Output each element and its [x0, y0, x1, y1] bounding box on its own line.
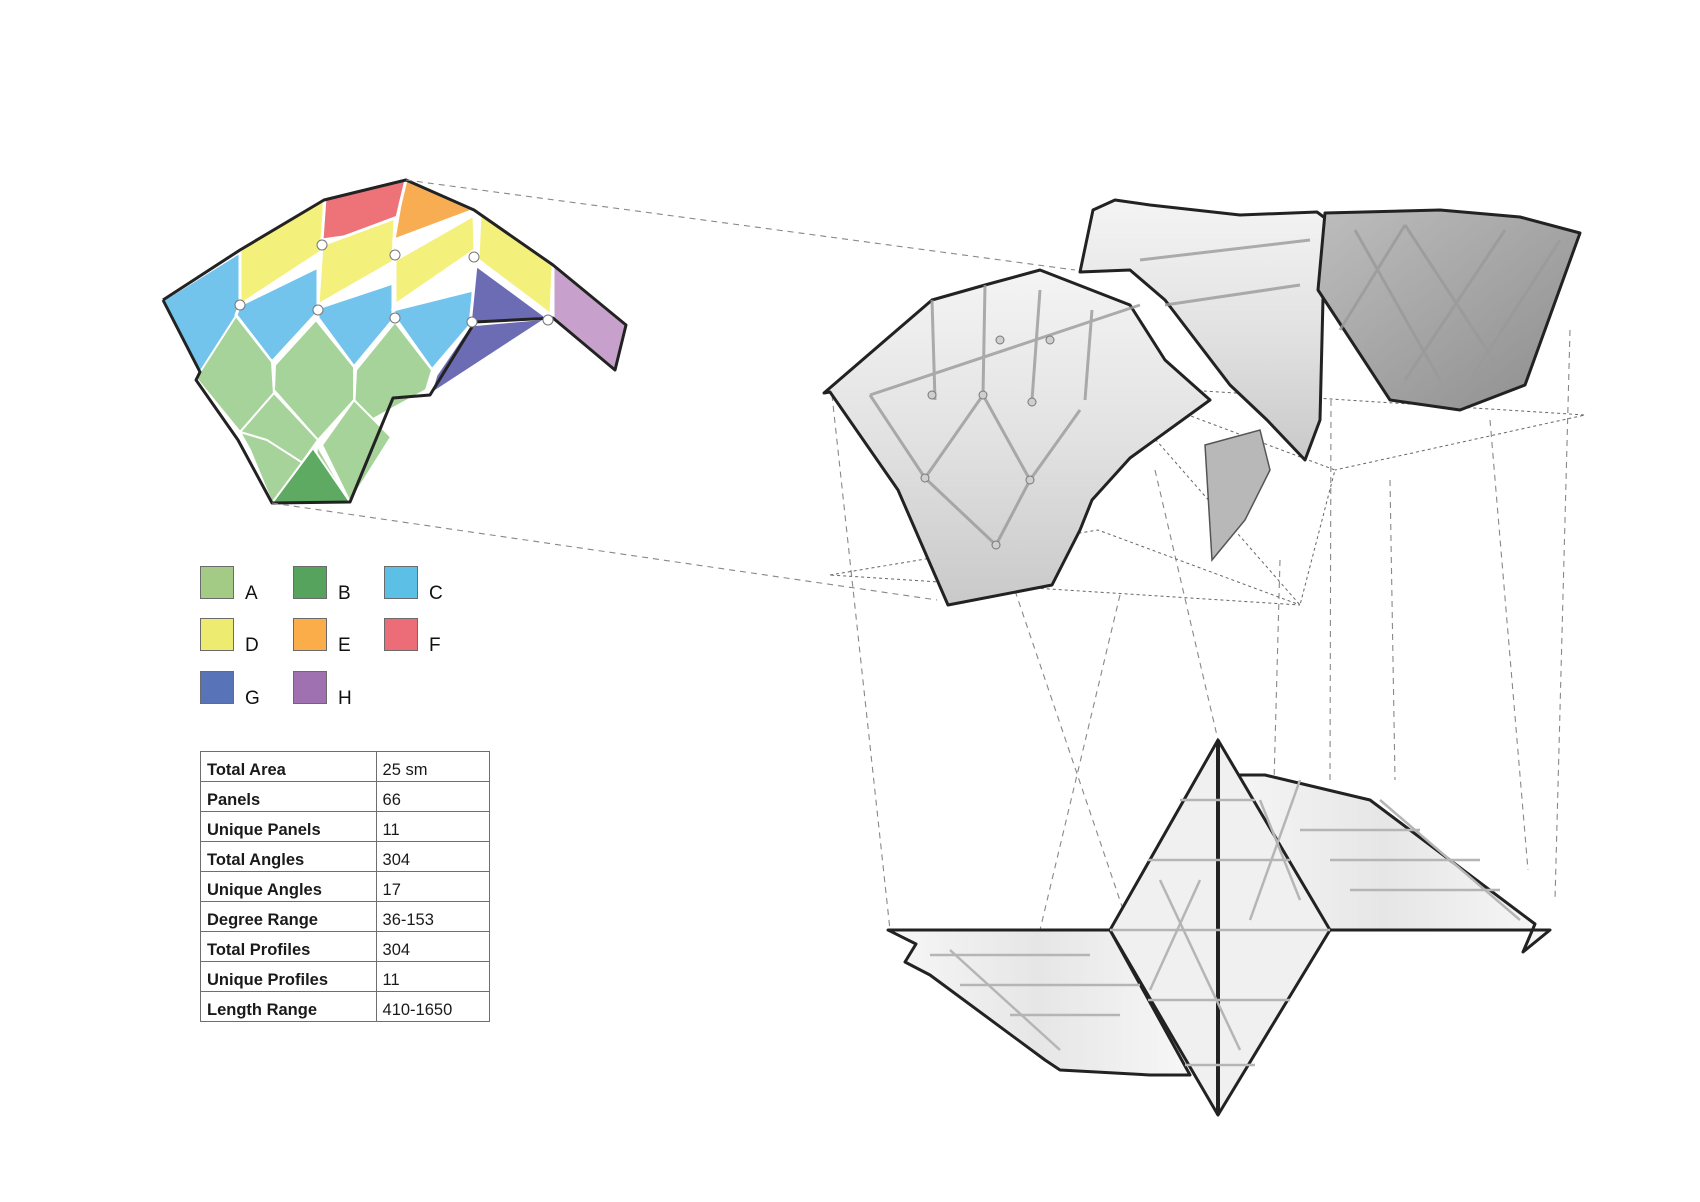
legend-item-a: A [200, 566, 300, 604]
flattened-plan [886, 738, 1552, 1117]
legend-label: G [245, 688, 260, 709]
rib-nodes [920, 335, 1055, 550]
stat-key: Total Profiles [200, 931, 377, 962]
legend-label: A [245, 583, 258, 604]
flat-left-wing [886, 928, 1192, 1077]
legend-item-d: D [200, 618, 300, 656]
colored-panel-plan [161, 177, 628, 505]
stat-value: 66 [375, 781, 491, 812]
legend-item-c: C [384, 566, 484, 604]
stat-key: Total Area [200, 751, 377, 782]
panel-d-2 [316, 215, 397, 308]
stat-key: Degree Range [200, 901, 377, 932]
legend-item-e: E [293, 618, 393, 656]
legend-swatch-b [293, 566, 327, 599]
stat-key: Unique Profiles [200, 961, 377, 992]
stat-key: Length Range [200, 991, 377, 1022]
stat-value: 11 [375, 811, 491, 842]
legend-label: B [338, 583, 351, 604]
shell-left-wing [822, 268, 1212, 607]
stat-value: 17 [375, 871, 491, 902]
panel-d-3 [393, 212, 477, 308]
legend-label: E [338, 635, 351, 656]
legend-swatch-c [384, 566, 418, 599]
stat-value: 304 [375, 931, 491, 962]
stat-value: 410-1650 [375, 991, 491, 1022]
legend-swatch-e [293, 618, 327, 651]
stat-key: Unique Panels [200, 811, 377, 842]
stat-key: Unique Angles [200, 871, 377, 902]
legend-label: F [429, 635, 441, 656]
legend-label: D [245, 635, 259, 656]
legend-item-b: B [293, 566, 393, 604]
legend-label: C [429, 583, 443, 604]
legend-swatch-g [200, 671, 234, 704]
panel-c-2 [234, 264, 320, 365]
stat-value: 304 [375, 841, 491, 872]
legend-swatch-d [200, 618, 234, 651]
legend-swatch-h [293, 671, 327, 704]
assembled-shell-3d [822, 198, 1582, 607]
legend-swatch-a [200, 566, 234, 599]
legend-swatch-f [384, 618, 418, 651]
stat-value: 36-153 [375, 901, 491, 932]
shell-right-wing [1316, 208, 1582, 412]
legend-item-g: G [200, 671, 300, 709]
plan-nodes [234, 239, 554, 328]
panel-type-legend: A B C D E F G H [200, 566, 500, 726]
panel-c-3 [316, 280, 395, 370]
shell-central-fold [1078, 198, 1327, 462]
plan-outline [161, 178, 628, 505]
stat-key: Total Angles [200, 841, 377, 872]
flat-rib-lattice [930, 779, 1521, 1067]
stat-key: Panels [200, 781, 377, 812]
rib-lattice [868, 224, 1562, 547]
legend-item-h: H [293, 671, 393, 709]
legend-label: H [338, 688, 352, 709]
shell-hanging-support [1204, 429, 1271, 562]
stat-value: 11 [375, 961, 491, 992]
legend-item-f: F [384, 618, 484, 656]
stat-value: 25 sm [375, 751, 491, 782]
